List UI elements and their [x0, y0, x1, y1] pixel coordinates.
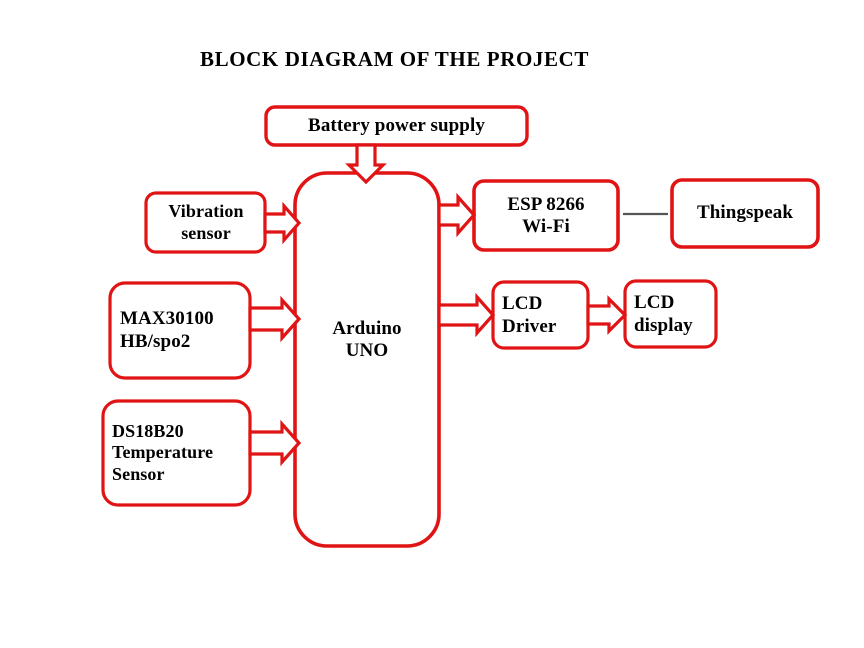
ds18b20-line-2: Temperature — [112, 442, 214, 463]
page-title: BLOCK DIAGRAM OF THE PROJECT — [200, 47, 589, 71]
block-label-thingspeak: Thingspeak — [674, 181, 816, 246]
esp8266-line-2: Wi-Fi — [522, 216, 570, 237]
block-label-lcd-display: LCD display — [634, 283, 714, 346]
arrow-arduino-to-esp8266 — [437, 192, 477, 238]
arrow-vibration-to-arduino — [263, 201, 302, 245]
max30100-line-2: HB/spo2 — [120, 330, 191, 352]
max30100-line-1: MAX30100 — [120, 308, 214, 330]
arduino-line-2: UNO — [345, 340, 389, 361]
lcd-display-line-2: display — [634, 314, 693, 336]
esp8266-line-1: ESP 8266 — [507, 193, 585, 215]
lcd-display-line-1: LCD — [634, 292, 675, 314]
block-label-esp8266: ESP 8266 Wi-Fi — [476, 183, 616, 249]
block-battery-power-supply[interactable] — [264, 105, 529, 147]
arduino-line-1: Arduino — [332, 317, 402, 339]
block-label-lcd-driver: LCD Driver — [502, 284, 586, 347]
block-label-battery: Battery power supply — [266, 107, 527, 145]
block-label-arduino: Arduino UNO — [295, 310, 439, 370]
vibration-line-1: Vibration — [168, 201, 244, 222]
block-label-ds18b20: DS18B20 Temperature Sensor — [112, 402, 248, 504]
block-thingspeak[interactable] — [670, 178, 820, 249]
arrow-arduino-to-lcd-driver — [437, 292, 496, 338]
lcd-driver-line-1: LCD — [502, 293, 543, 315]
arrow-lcd-driver-to-lcd-display — [586, 295, 628, 335]
ds18b20-line-3: Sensor — [112, 463, 165, 484]
block-label-max30100: MAX30100 HB/spo2 — [120, 284, 248, 377]
arrow-max30100-to-arduino — [248, 295, 302, 343]
ds18b20-line-1: DS18B20 — [112, 421, 184, 442]
vibration-line-2: sensor — [181, 222, 231, 243]
lcd-driver-line-2: Driver — [502, 315, 557, 337]
thingspeak-line-1: Thingspeak — [696, 202, 794, 224]
battery-line-1: Battery power supply — [308, 114, 485, 136]
arrow-ds18b20-to-arduino — [248, 419, 302, 467]
block-label-vibration: Vibration sensor — [150, 194, 262, 251]
arrow-battery-to-arduino — [345, 143, 387, 185]
